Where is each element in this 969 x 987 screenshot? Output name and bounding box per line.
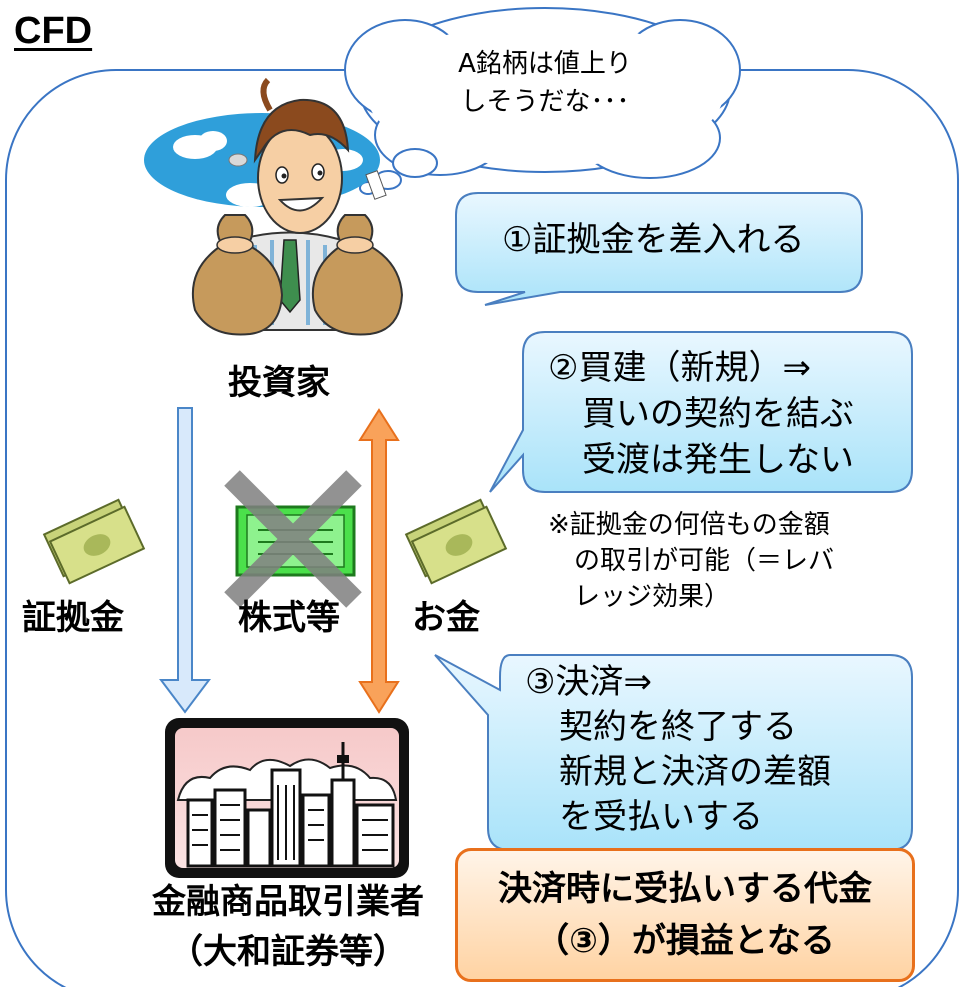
callout-2-shape (489, 331, 913, 493)
callout-line: を受払いする (525, 797, 763, 837)
down-arrow (159, 407, 211, 714)
callout-line: 買いの契約を結ぶ (548, 394, 854, 434)
thought-line: A銘柄は値上り (458, 49, 632, 79)
callout-line: ②買建（新規）⇒ (548, 348, 811, 388)
callout-1-shape (455, 192, 863, 306)
callout-line: ③決済⇒ (525, 662, 652, 702)
note-line: の取引が可能（＝レバ (548, 546, 835, 576)
note-line: ※証拠金の何倍もの金額 (548, 510, 830, 540)
callout-line: 受渡は発生しない (548, 440, 854, 480)
note-line: レッジ効果） (548, 582, 731, 612)
cross-mark (224, 470, 362, 608)
thought-bubble-text: A銘柄は値上り しそうだな･･･ (455, 45, 635, 121)
callout-2-text: ②買建（新規）⇒ 買いの契約を結ぶ 受渡は発生しない (548, 345, 854, 483)
callout-1-text: ①証拠金を差入れる (502, 218, 804, 262)
page-title: CFD (14, 10, 93, 52)
money-label: お金 (412, 598, 480, 638)
thought-cloud (344, 7, 741, 195)
margin-label: 証拠金 (22, 598, 124, 638)
summary-box: 決済時に受払いする代金 （③）が損益となる (455, 848, 915, 982)
broker-label: 金融商品取引業者 （大和証券等） (132, 877, 444, 977)
investor-illustration (144, 77, 404, 336)
double-arrow (358, 408, 400, 714)
summary-text: 決済時に受払いする代金 （③）が損益となる (458, 863, 912, 967)
broker-building-icon (165, 718, 409, 878)
callout-line: 新規と決済の差額 (525, 752, 831, 792)
callout-3-text: ③決済⇒ 契約を終了する 新規と決済の差額 を受払いする (525, 660, 831, 840)
investor-label: 投資家 (228, 363, 330, 403)
banknote-stack-icon (404, 498, 508, 585)
callout-line: ①証拠金を差入れる (502, 220, 805, 260)
leverage-note: ※証拠金の何倍もの金額 の取引が可能（＝レバ レッジ効果） (548, 507, 834, 615)
stocks-label: 株式等 (238, 598, 340, 638)
callout-line: 契約を終了する (525, 707, 797, 747)
summary-line: （③）が損益となる (535, 921, 835, 961)
banknote-stack-icon (42, 498, 146, 585)
broker-label-line: （大和証券等） (169, 932, 407, 972)
broker-label-line: 金融商品取引業者 (152, 882, 424, 922)
thought-line: しそうだな･･･ (460, 87, 630, 117)
summary-line: 決済時に受払いする代金 (498, 869, 872, 909)
